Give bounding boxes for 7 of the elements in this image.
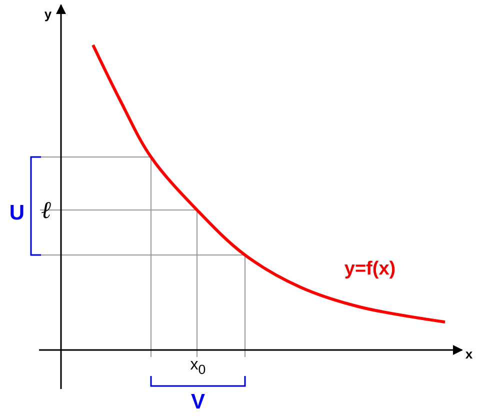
axis-label: y — [44, 8, 52, 20]
interval-label: V — [191, 392, 205, 412]
interval-label: U — [9, 202, 25, 224]
point-label: x$_{0}$ — [190, 358, 206, 376]
limit-label: ℓ — [41, 198, 51, 222]
function-label: y=f(x) — [344, 260, 396, 278]
axis-label: x — [465, 348, 473, 360]
